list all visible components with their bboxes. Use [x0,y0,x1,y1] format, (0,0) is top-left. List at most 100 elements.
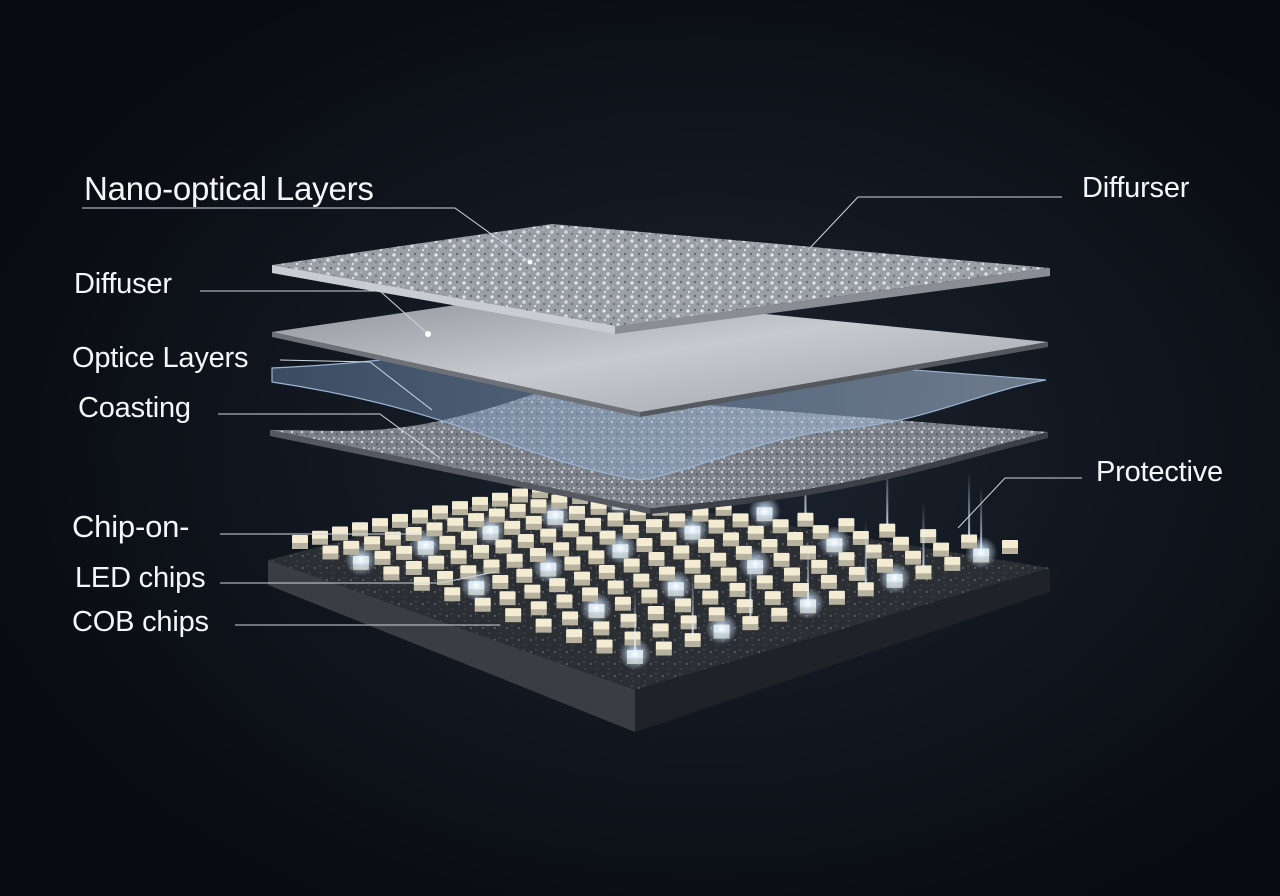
led-chip [529,547,546,562]
led-chip [915,565,932,580]
light-beam [807,537,810,602]
led-chip [524,584,541,599]
led-chip [596,639,613,654]
led-chip [722,532,739,547]
led-chip [708,519,725,534]
led-chip [504,520,521,535]
led-chip [812,525,829,540]
led-chip [599,530,616,545]
led-chip [647,606,664,621]
led-chip [444,587,461,602]
led-chip [412,509,428,524]
label-chip-on: Chip-on- [72,509,190,544]
led-chip [710,552,727,567]
leader-coasting [218,413,441,459]
led-chip [517,534,534,549]
led-chip [658,566,675,581]
led-chip [684,633,701,648]
led-chip [468,513,485,528]
leader-diffuser-right [807,196,1062,251]
led-chip [692,507,709,522]
led-chip [488,508,505,523]
led-chip [556,594,573,609]
led-chip [535,618,552,633]
led-chip [857,582,874,597]
led-chip [773,552,790,567]
led-chip [708,607,725,622]
led-chip [473,544,490,559]
diffuser-layer [272,292,1048,417]
led-chip [771,607,788,622]
led-chip [905,550,922,565]
led-chip [747,525,764,540]
led-chip [783,567,800,582]
led-chip [876,558,893,573]
led-chip [652,623,669,638]
led-chip [383,566,400,581]
led-chip [568,505,585,520]
led-chip [509,503,526,518]
label-cob-chips: COB chips [72,606,209,638]
led-chip [553,542,570,557]
led-chip [460,530,477,545]
led-chip [332,526,348,541]
led-chip [797,512,814,527]
light-beam [691,571,694,636]
led-chip [961,534,978,549]
led-chip [669,513,686,528]
led-chip [530,601,547,616]
led-chip [694,574,711,589]
top-diffuser-layer [272,224,1050,334]
led-chip [702,590,719,605]
led-chip [1002,540,1018,554]
led-chip [437,571,454,586]
led-chip [742,616,759,631]
led-chip [413,576,430,591]
label-coasting: Coasting [78,392,191,424]
led-chip [551,494,568,509]
led-chip [582,587,599,602]
light-beam [886,461,889,526]
led-chip [636,538,653,553]
led-chip [566,629,583,644]
led-chip [620,613,637,628]
led-chip [598,565,615,580]
led-chip [405,560,422,575]
led-glow [748,495,781,528]
led-chip [562,611,579,626]
led-chip [483,559,500,574]
led-chip [732,513,749,528]
led-chip [343,540,360,555]
label-diffuser-left: Diffuser [74,268,172,300]
label-protective: Protective [1096,456,1223,488]
led-chip [530,499,547,514]
led-chip [492,492,508,507]
led-chip [729,582,746,597]
led-chip [673,545,690,560]
light-beam [980,486,983,551]
led-chip [322,545,339,560]
led-chip [879,523,896,538]
led-chip [492,574,509,589]
light-beam [634,588,636,652]
led-glow [619,638,651,670]
light-beam [968,472,971,537]
led-chip [426,522,443,537]
led-chip [828,590,845,605]
led-chip [585,517,602,532]
label-optice-layers: Optice Layers [72,342,249,374]
led-chip [516,568,533,583]
led-chip [633,573,650,588]
led-chip [865,544,882,559]
led-chip [736,599,753,614]
led-chip [574,571,591,586]
led-chip [352,522,368,537]
leader-lines [82,196,1082,626]
led-chip [499,591,516,606]
led-chip [614,596,631,611]
light-beam [749,554,752,619]
led-chip [811,559,828,574]
led-chip [684,559,701,574]
led-chip [624,631,641,646]
